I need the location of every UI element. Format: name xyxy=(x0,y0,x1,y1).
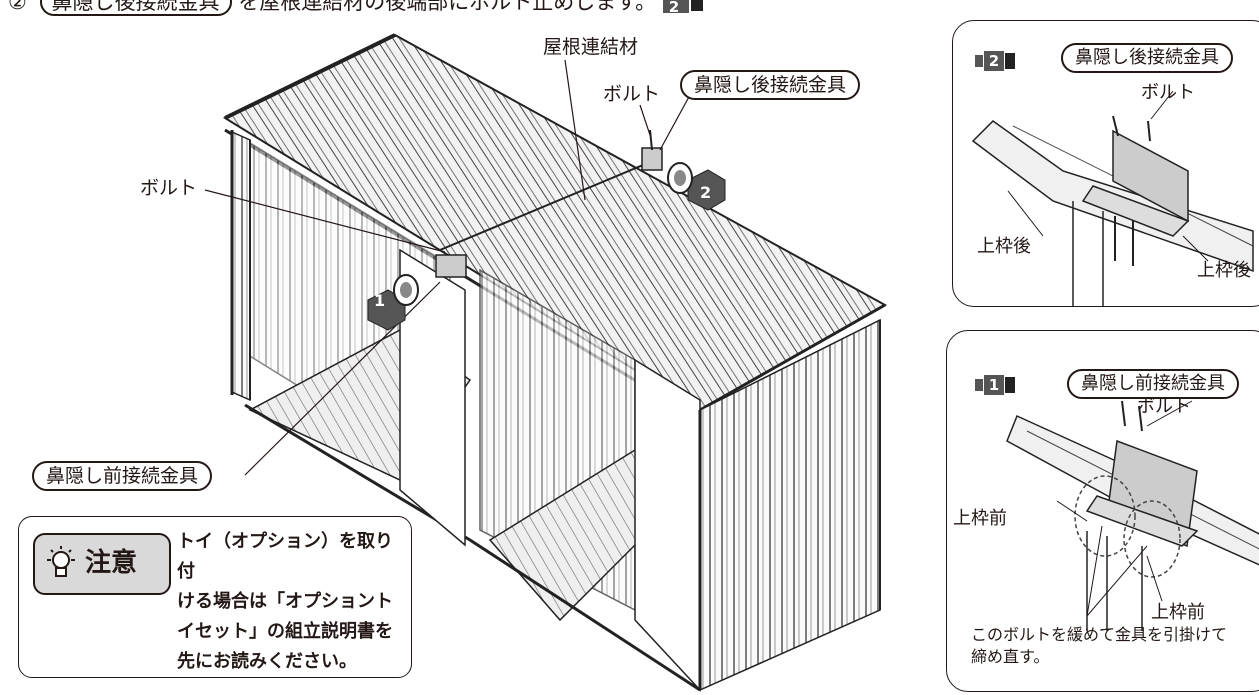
camera-1-label: 1 xyxy=(374,291,385,310)
left-unit xyxy=(230,130,472,547)
panel-rear-frame-right: 上枠後 xyxy=(1197,260,1251,281)
caution-line: 先にお読みください。 xyxy=(177,651,357,672)
rear-bracket-hardware xyxy=(641,129,663,171)
shed-illustration: 1 2 xyxy=(204,33,888,692)
front-bracket-detail-drawing xyxy=(1006,400,1259,631)
caution-line: ける場合は「オプショント xyxy=(177,591,393,612)
panel-front-note-line2: 締め直す。 xyxy=(971,647,1050,666)
camera-2-icon: 2 xyxy=(667,162,726,211)
label-bolt-top: ボルト xyxy=(603,83,661,105)
caution-line: トイ（オプション）を取り付 xyxy=(177,531,393,582)
panel-front-pill: 鼻隠し前接続金具 xyxy=(1067,369,1239,399)
leader-roof-connector xyxy=(564,59,586,201)
lightbulb-icon xyxy=(47,546,75,577)
right-unit xyxy=(469,268,881,692)
panel-rear-frame-left: 上枠後 xyxy=(977,236,1031,257)
rear-bracket-detail-drawing xyxy=(971,90,1254,306)
leader-bolt-left xyxy=(204,189,446,253)
panel-front-note-line1: このボルトを緩めて金具を引掛けて xyxy=(971,625,1228,644)
panel-front-camera-badge: 1 xyxy=(975,375,1015,395)
panel-rear-camera-badge: 2 xyxy=(975,51,1015,71)
caution-text: トイ（オプション）を取り付 ける場合は「オプショント イセット」の組立説明書を … xyxy=(177,527,407,677)
panel-rear-pill: 鼻隠し後接続金具 xyxy=(1061,43,1233,73)
pill-front-bracket: 鼻隠し前接続金具 xyxy=(32,461,213,491)
instruction-pill: 鼻隠し後接続金具 xyxy=(39,0,232,16)
caution-tag: 注意 xyxy=(33,533,171,595)
caution-line: イセット」の組立説明書を xyxy=(177,621,393,642)
instruction-line: ② 鼻隠し後接続金具 を屋根連結材の後端部にボルト止めします。 2 xyxy=(8,0,707,16)
camera-2-label: 2 xyxy=(700,183,711,202)
detail-panel-front: 1 鼻隠し前接続金具 ボルト 上枠前 上枠前 このボルトを緩めて金具を引掛けて … xyxy=(946,330,1259,692)
detail-panel-rear: 2 鼻隠し後接続金具 ボルト 上枠後 上枠後 xyxy=(952,20,1259,307)
header-camera-badge: 2 xyxy=(662,0,707,16)
instruction-text: を屋根連結材の後端部にボルト止めします。 xyxy=(238,0,657,14)
panel-front-frame-right: 上枠前 xyxy=(1151,602,1205,623)
front-bracket-hardware xyxy=(435,254,467,278)
pill-rear-bracket: 鼻隠し後接続金具 xyxy=(680,70,861,100)
leader-front-bracket xyxy=(244,281,441,476)
label-bolt-left: ボルト xyxy=(140,177,198,199)
panel-rear-bolt-label: ボルト xyxy=(1141,82,1195,103)
panel-front-frame-left: 上枠前 xyxy=(953,508,1007,529)
step-number: ② xyxy=(8,0,27,14)
leader-bolt-top xyxy=(639,104,651,136)
caution-box: 注意 トイ（オプション）を取り付 ける場合は「オプショント イセット」の組立説明… xyxy=(18,516,412,678)
leader-rear-bracket xyxy=(659,94,691,151)
label-roof-connector: 屋根連結材 xyxy=(543,36,639,58)
caution-title: 注意 xyxy=(85,548,138,578)
camera-1-icon: 1 xyxy=(367,274,419,331)
panel-front-bolt-label: ボルト xyxy=(1137,396,1191,417)
